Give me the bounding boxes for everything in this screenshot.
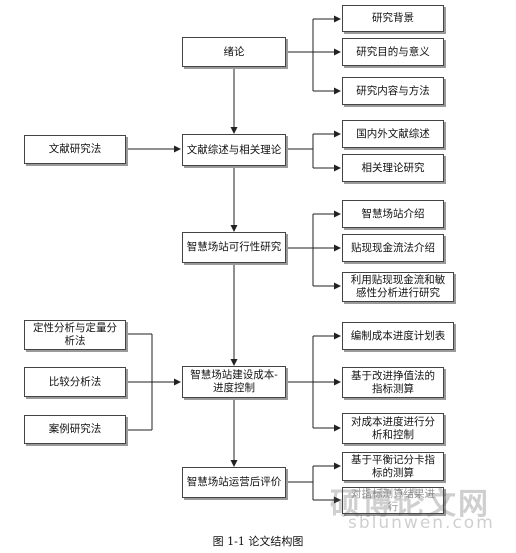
output-box-sensitivity: 利用贴现现金流和敏感性分析进行研究 <box>342 272 454 302</box>
output-box-schedule-plan: 编制成本进度计划表 <box>342 322 454 350</box>
output-box-intro-station: 智慧场站介绍 <box>342 200 444 228</box>
method-box-qual-quant: 定性分析与定量分析法 <box>24 320 126 350</box>
main-box-control: 智慧场站建设成本-进度控制 <box>182 366 286 398</box>
method-box-comparison: 比较分析法 <box>24 367 126 397</box>
output-box-analysis-control: 对成本进度进行分析和控制 <box>342 413 444 444</box>
output-box-purpose: 研究目的与意义 <box>342 38 444 66</box>
method-box-case: 案例研究法 <box>24 415 126 444</box>
output-box-domestic-foreign: 国内外文献综述 <box>342 120 444 148</box>
main-box-review: 文献综述与相关理论 <box>182 134 286 166</box>
watermark-chinese: 硕博论文网 <box>330 487 490 522</box>
main-box-intro: 绪论 <box>182 37 286 67</box>
main-box-evaluation: 智慧场站运营后评价 <box>182 467 286 498</box>
watermark-url: sblunwen.com <box>348 513 495 533</box>
output-box-content-method: 研究内容与方法 <box>342 77 444 105</box>
figure-caption: 图 1-1 论文结构图 <box>212 535 304 548</box>
output-box-earned-value: 基于改进挣值法的指标测算 <box>342 367 444 398</box>
output-box-related-theory: 相关理论研究 <box>342 154 444 182</box>
output-box-dcf-intro: 贴现现金流法介绍 <box>342 234 444 262</box>
output-box-background: 研究背景 <box>342 5 444 32</box>
output-box-bsc: 基于平衡记分卡指标的测算 <box>342 452 444 481</box>
output-box-obscured: 对指标测算结果进行 <box>342 487 444 514</box>
method-box-literature: 文献研究法 <box>24 135 126 164</box>
main-box-feasibility: 智慧场站可行性研究 <box>182 232 286 263</box>
